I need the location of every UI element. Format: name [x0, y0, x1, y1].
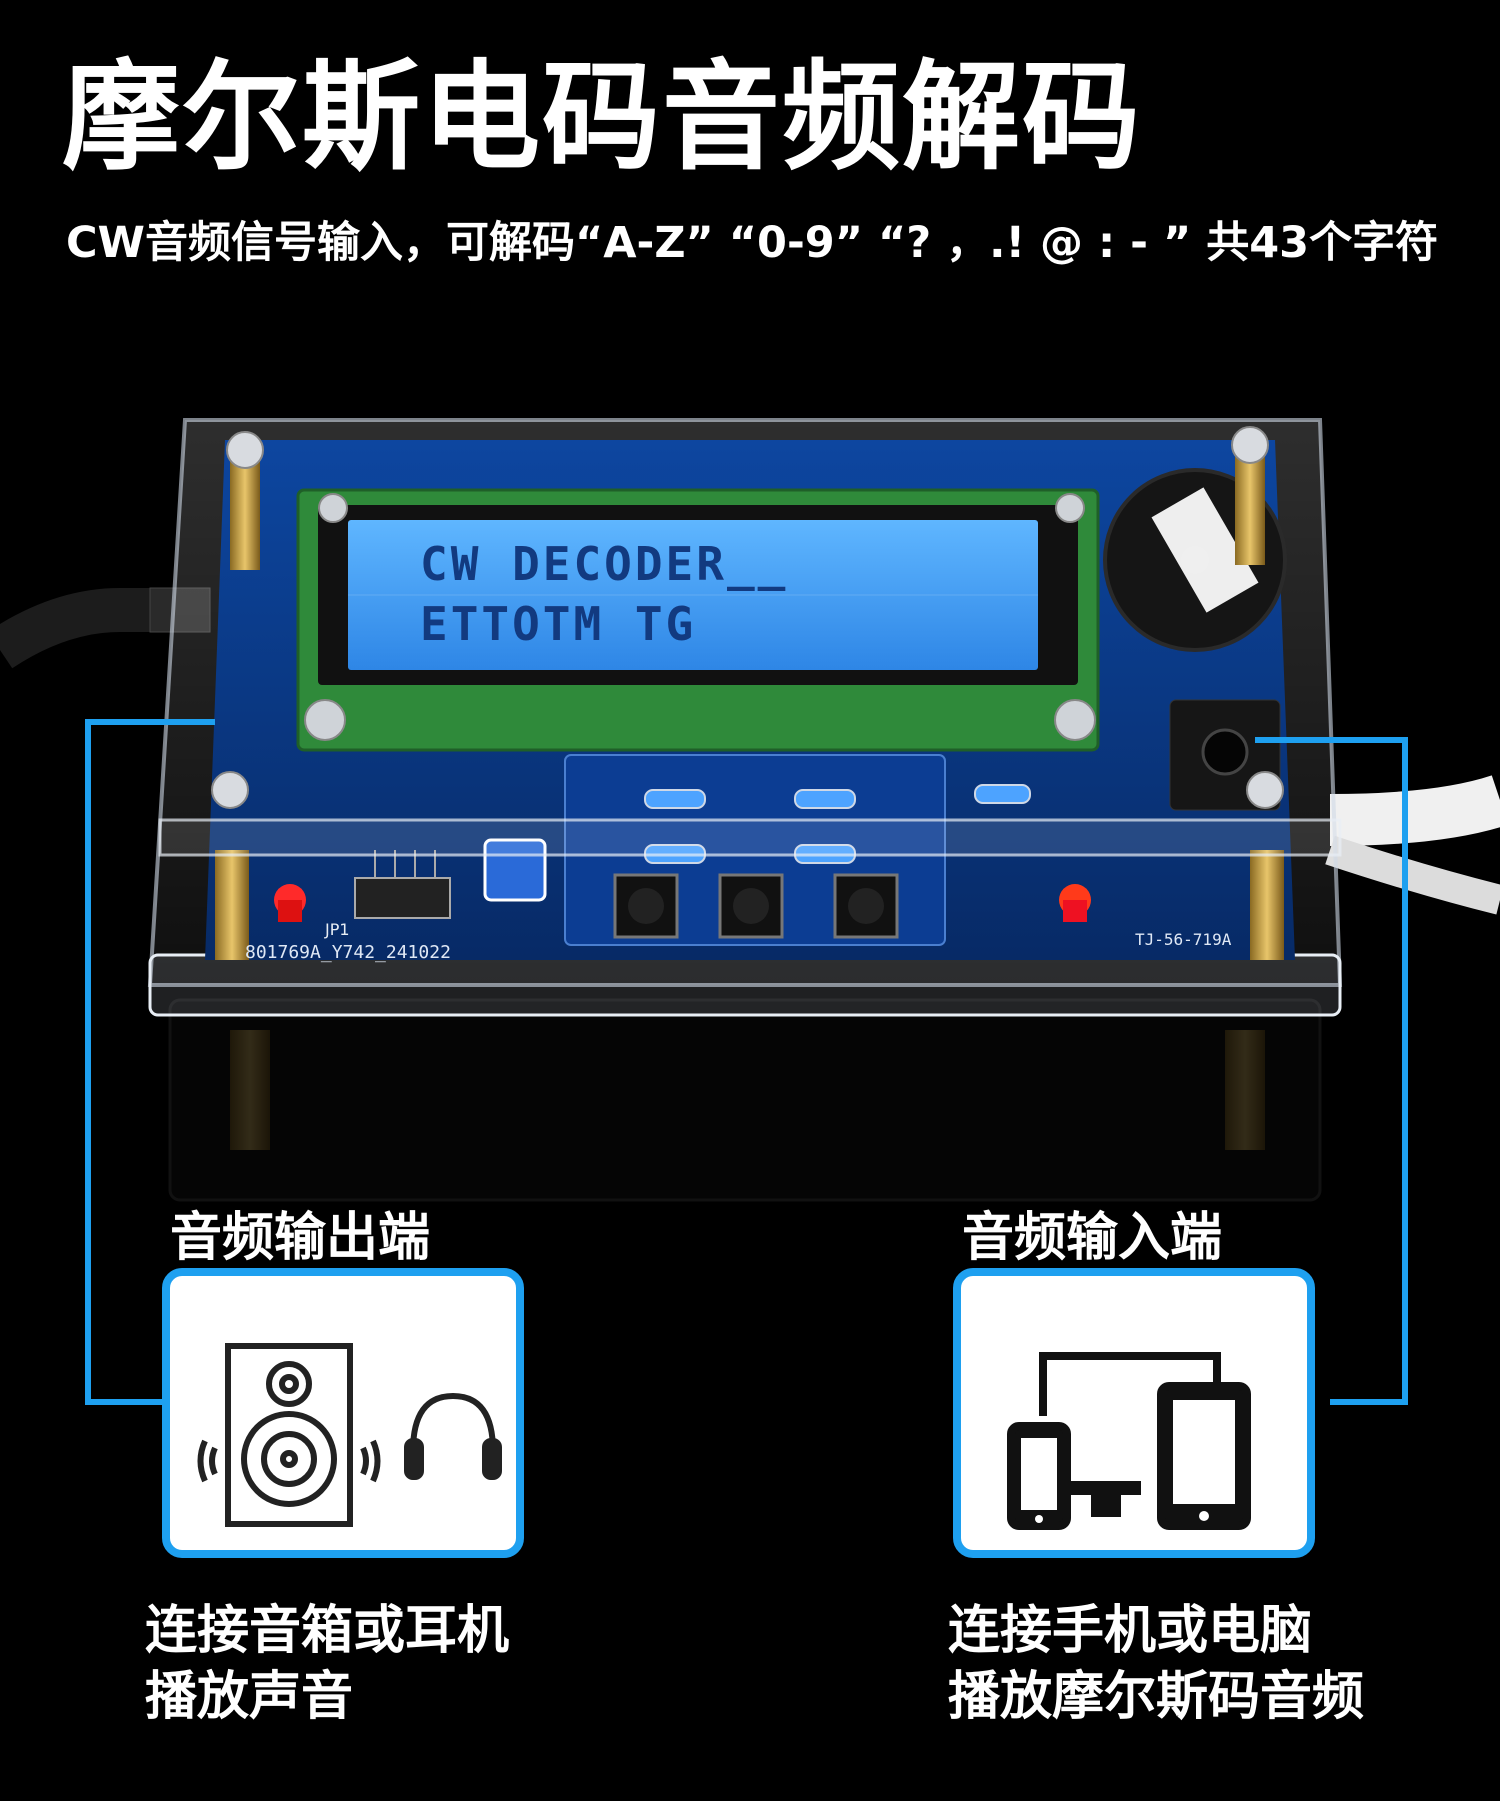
devices-icon [1007, 1352, 1251, 1530]
device-reflection [168, 998, 1322, 1202]
push-buttons [613, 873, 899, 939]
output-label: 音频输出端 [170, 1208, 431, 1268]
headphones-icon [404, 1392, 502, 1480]
lcd-screen [348, 520, 1038, 670]
led-left [274, 884, 306, 922]
input-card [953, 1268, 1315, 1558]
input-desc: 连接手机或电脑 播放摩尔斯码音频 [948, 1598, 1364, 1730]
lcd-line-1: CW DECODER__ [420, 537, 788, 591]
output-desc-line-2: 播放声音 [145, 1667, 354, 1727]
lcd-line-2: ETTOTM TG [420, 597, 696, 651]
page-subtitle: CW音频信号输入，可解码“A-Z” “0-9” “? ，.! @ : - ” 共… [66, 218, 1439, 268]
standoffs [211, 426, 1284, 960]
output-desc: 连接音箱或耳机 播放声音 [145, 1598, 509, 1730]
board-label-right: TJ-56-719A [1135, 930, 1232, 949]
output-card [162, 1268, 524, 1558]
jp-label: JP1 [324, 920, 350, 939]
usb-cable-right [1325, 775, 1500, 915]
pin-header [354, 850, 451, 919]
led-right [1059, 884, 1091, 922]
input-label: 音频输入端 [962, 1208, 1223, 1268]
connector-line-input [1255, 737, 1408, 1405]
output-desc-line-1: 连接音箱或耳机 [145, 1601, 510, 1661]
resistors [644, 784, 1031, 864]
input-desc-line-2: 播放摩尔斯码音频 [948, 1667, 1365, 1727]
page-title: 摩尔斯电码音频解码 [62, 48, 1143, 186]
connector-line-output [85, 719, 215, 1405]
input-desc-line-1: 连接手机或电脑 [948, 1601, 1313, 1661]
board-label-left: 801769A_Y742_241022 [245, 942, 451, 963]
lcd-screws [304, 493, 1096, 741]
speaker-icon [197, 1343, 381, 1527]
